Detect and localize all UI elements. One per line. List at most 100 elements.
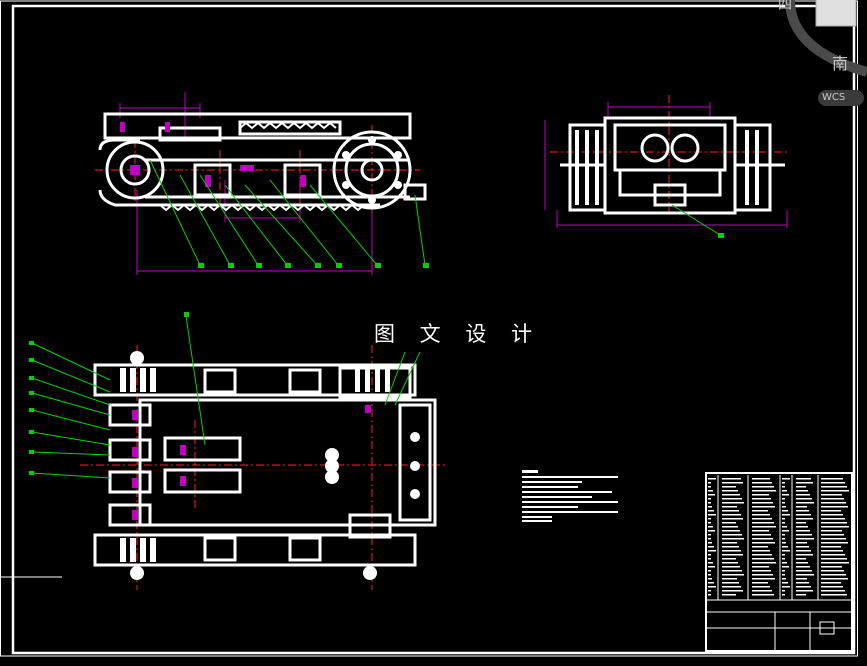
title-block-cell	[821, 574, 846, 576]
title-block-cell	[708, 554, 711, 556]
title-block-cell	[722, 546, 739, 548]
title-block-cell	[752, 566, 769, 568]
wcs-label: WCS	[822, 92, 846, 103]
viewcube-top-label[interactable]: 四	[778, 0, 792, 13]
title-block-cell	[782, 526, 787, 528]
title-block-cell	[708, 538, 711, 540]
title-block-cell	[722, 534, 742, 536]
title-block	[705, 472, 853, 652]
title-block-cell	[752, 490, 776, 492]
title-block-cell	[782, 550, 790, 552]
title-block-cell	[722, 586, 741, 588]
title-block-cell	[796, 490, 808, 492]
title-block-cell	[708, 546, 714, 548]
title-block-cell	[821, 538, 846, 540]
title-block-cell	[752, 494, 769, 496]
viewcube-south-label[interactable]: 南	[832, 54, 849, 73]
title-block-cell	[796, 502, 814, 504]
title-block-cell	[821, 594, 847, 596]
title-block-cell	[708, 558, 711, 560]
title-block-cell	[782, 518, 785, 520]
title-block-cell	[821, 582, 841, 584]
title-block-cell	[752, 506, 775, 508]
title-block-cell	[752, 558, 774, 560]
title-block-cell	[708, 522, 711, 524]
title-block-cell	[782, 542, 786, 544]
title-block-cell	[708, 534, 711, 536]
title-block-cell	[782, 554, 785, 556]
title-block-cell	[821, 482, 845, 484]
title-block-cell	[752, 546, 768, 548]
title-block-cell	[708, 482, 711, 484]
title-block-cell	[782, 570, 785, 572]
title-block-cell	[796, 590, 813, 592]
title-block-cell	[821, 550, 843, 552]
title-block-cell	[722, 582, 739, 584]
viewcube-compass[interactable]	[785, 0, 867, 77]
title-block-cell	[821, 558, 847, 560]
title-block-cell	[821, 518, 845, 520]
title-block-cell	[752, 498, 771, 500]
title-block-cell	[752, 510, 768, 512]
title-block-cell	[708, 594, 711, 596]
title-block-cell	[821, 478, 843, 480]
title-block-cell	[708, 574, 711, 576]
viewcube-box[interactable]	[815, 0, 857, 27]
title-block-cell	[821, 566, 842, 568]
title-block-cell	[752, 590, 772, 592]
title-block-cell	[821, 498, 844, 500]
title-block-cell	[821, 590, 845, 592]
title-block-cell	[722, 498, 742, 500]
title-block-cell	[782, 494, 789, 496]
title-block-cell	[752, 518, 772, 520]
title-block-cell	[722, 566, 740, 568]
title-block-cell	[796, 562, 808, 564]
title-block-cell	[821, 534, 844, 536]
title-block-cell	[752, 574, 773, 576]
title-block-cell	[782, 530, 789, 532]
title-block-cell	[796, 506, 807, 508]
title-block-cell	[796, 578, 807, 580]
title-block-cell	[821, 514, 843, 516]
title-block-cell	[796, 538, 814, 540]
title-block-cell	[722, 482, 743, 484]
title-block-cell	[752, 554, 772, 556]
title-block-cell	[796, 558, 806, 560]
title-block-cell	[782, 566, 789, 568]
title-block-cell	[782, 558, 785, 560]
title-block-cell	[708, 562, 713, 564]
title-block-cell	[796, 550, 811, 552]
title-block-cell	[752, 578, 775, 580]
title-block-cell	[722, 590, 743, 592]
title-block-cell	[821, 486, 847, 488]
title-block-cell	[796, 522, 806, 524]
title-block-cell	[782, 478, 790, 480]
title-block-cell	[782, 574, 785, 576]
title-block-cell	[752, 514, 770, 516]
title-block-cell	[821, 530, 842, 532]
front-view	[95, 92, 429, 275]
title-block-cell	[708, 486, 711, 488]
title-block-cell	[708, 570, 711, 572]
title-block-cell	[708, 490, 713, 492]
title-block-cell	[722, 486, 736, 488]
title-block-cell	[782, 594, 785, 596]
title-block-cell	[722, 506, 737, 508]
title-block-cell	[821, 570, 844, 572]
title-block-cell	[752, 478, 770, 480]
title-block-cell	[796, 546, 809, 548]
title-block-cell	[752, 534, 771, 536]
title-block-cell	[708, 526, 713, 528]
title-block-cell	[722, 554, 743, 556]
technical-notes	[522, 470, 618, 522]
title-block-cell	[782, 490, 787, 492]
wcs-menu-button[interactable]: WCS	[818, 90, 864, 106]
title-block-cell	[708, 582, 714, 584]
title-block-cell	[821, 542, 848, 544]
title-block-cell	[821, 578, 848, 580]
title-block-cell	[752, 530, 769, 532]
title-block-cell	[722, 494, 740, 496]
title-block-cell	[752, 594, 774, 596]
